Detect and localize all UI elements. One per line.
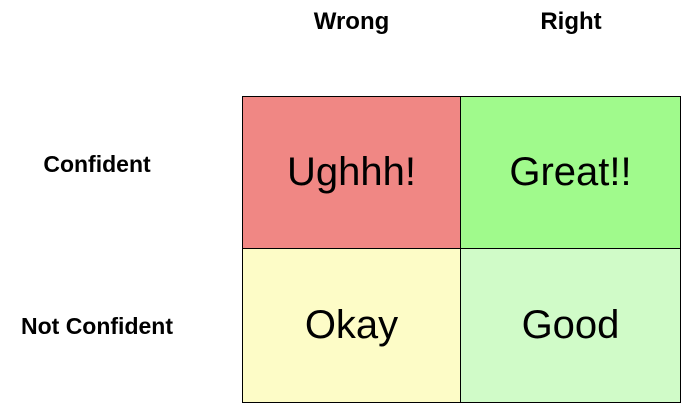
cell-label: Ughhh! [287, 150, 416, 194]
row-header-confident: Confident [43, 151, 151, 177]
cell-label: Okay [304, 303, 399, 347]
cell-label: Good [521, 303, 620, 347]
row-header-not-confident: Not Confident [20, 313, 173, 339]
cell-not-confident-right: Good [461, 249, 680, 402]
column-header-right: Right [540, 8, 602, 35]
cell-label: Great!! [509, 150, 632, 194]
column-header-wrong: Wrong [313, 8, 390, 35]
matrix-grid: Ughhh! Great!! Okay Good [242, 96, 681, 403]
cell-confident-right: Great!! [461, 97, 680, 249]
cell-confident-wrong: Ughhh! [243, 97, 461, 249]
cell-not-confident-wrong: Okay [243, 249, 461, 402]
